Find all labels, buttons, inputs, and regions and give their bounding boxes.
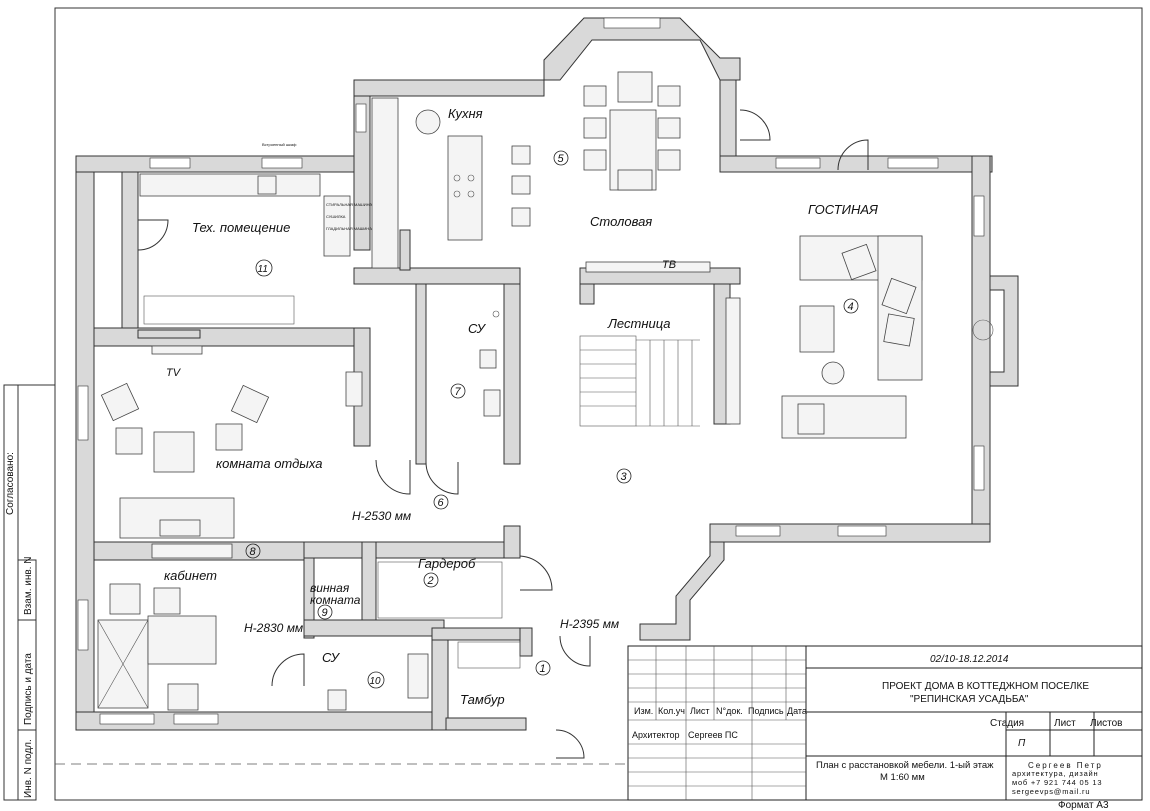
- room-wine-1: винная: [310, 581, 350, 595]
- svg-text:6: 6: [438, 497, 445, 509]
- stage-label: Стадия: [990, 718, 1024, 729]
- sheet-frame: [54, 7, 1143, 801]
- room-number-7: 7: [450, 383, 466, 399]
- studio-line-4: sergeevps@mail.ru: [1012, 787, 1090, 796]
- sign-date-label: Подпись и дата: [23, 653, 34, 725]
- room-number-9: 9: [317, 604, 333, 620]
- format-label: Формат А3: [1058, 800, 1109, 811]
- note-washer: СТИРАЛЬНАЯ МАШИНА: [326, 202, 372, 207]
- room-wardrobe: Гардероб: [418, 556, 476, 571]
- sheets-label: Листов: [1090, 718, 1123, 729]
- svg-text:1: 1: [540, 663, 546, 675]
- room-number-10: 10: [367, 671, 385, 689]
- furniture: [97, 71, 994, 711]
- svg-text:5: 5: [558, 153, 565, 165]
- architect-role: Архитектор: [632, 730, 680, 740]
- room-number-8: 8: [245, 543, 261, 559]
- svg-text:11: 11: [258, 264, 268, 275]
- height-2530: Н-2530 мм: [352, 509, 411, 523]
- svg-text:8: 8: [250, 546, 257, 558]
- agreed-label: Согласовано:: [5, 452, 16, 515]
- room-numbers: 1 2 3 4 5 6 7 8 9 10 11: [245, 150, 859, 689]
- height-2830: Н-2830 мм: [244, 621, 303, 635]
- stage-value: П: [1018, 738, 1026, 749]
- plan-title-1: План с расстановкой мебели. 1-ый этаж: [816, 760, 994, 771]
- svg-text:2: 2: [427, 575, 434, 587]
- inv-orig-label: Инв. N подл.: [23, 739, 34, 798]
- project-line-1: ПРОЕКТ ДОМА В КОТТЕДЖНОМ ПОСЕЛКЕ: [882, 681, 1089, 692]
- room-number-5: 5: [553, 150, 569, 166]
- room-tv-top: ТВ: [662, 259, 676, 271]
- room-number-1: 1: [535, 660, 551, 676]
- svg-text:3: 3: [621, 471, 628, 483]
- svg-text:4: 4: [848, 301, 854, 313]
- room-number-6: 6: [433, 494, 449, 510]
- col-sign: Подпись: [748, 706, 784, 716]
- col-doc: N°док.: [716, 706, 743, 716]
- room-rest: комната отдыха: [216, 456, 322, 471]
- walls: [75, 17, 1019, 731]
- project-dates: 02/10-18.12.2014: [930, 654, 1009, 665]
- inv-replace-label: Взам. инв. N: [23, 557, 34, 615]
- svg-text:7: 7: [455, 386, 462, 398]
- project-line-2: "РЕПИНСКАЯ УСАДЬБА": [910, 694, 1029, 705]
- svg-text:10: 10: [370, 676, 382, 687]
- room-dining: Столовая: [590, 214, 652, 229]
- room-kitchen: Кухня: [448, 106, 483, 121]
- svg-text:9: 9: [322, 607, 328, 619]
- room-stairs: Лестница: [607, 316, 671, 331]
- height-2395: Н-2395 мм: [560, 617, 619, 631]
- doors: [137, 109, 869, 759]
- room-tambur: Тамбур: [460, 692, 505, 707]
- col-list: Лист: [690, 706, 710, 716]
- room-wine-2: комната: [310, 593, 361, 607]
- architect-name: Сергеев ПС: [688, 730, 738, 740]
- room-number-2: 2: [423, 572, 439, 588]
- room-cabinet: кабинет: [164, 568, 217, 583]
- plan-title-2: М 1:60 мм: [880, 772, 925, 783]
- studio-line-2: архитектура, дизайн: [1012, 769, 1099, 778]
- note-fridge: Встроенный шкаф: [262, 142, 297, 147]
- title-block: Изм. Кол.уч Лист N°док. Подпись Дата Арх…: [627, 645, 1143, 811]
- windows: [77, 17, 985, 725]
- room-number-11: 11: [255, 259, 273, 277]
- room-number-4: 4: [843, 298, 859, 314]
- left-margin-stamp: Согласовано: Взам. инв. N Подпись и дата…: [3, 384, 55, 801]
- studio-line-3: моб +7 921 744 05 13: [1012, 778, 1102, 787]
- col-date: Дата: [787, 706, 807, 716]
- note-machine: ГЛАДИЛЬНАЯ МАШИНА: [326, 226, 372, 231]
- room-su-top: СУ: [468, 321, 487, 336]
- room-living: ГОСТИНАЯ: [808, 202, 878, 217]
- room-tech: Тех. помещение: [192, 220, 290, 235]
- room-rest-tv: TV: [166, 367, 182, 379]
- sheet-label: Лист: [1054, 718, 1076, 729]
- room-number-3: 3: [616, 468, 632, 484]
- room-labels: Кухня Столовая ГОСТИНАЯ Тех. помещение С…: [164, 106, 878, 707]
- col-kol: Кол.уч: [658, 706, 685, 716]
- col-izm: Изм.: [634, 706, 653, 716]
- note-dryer: СУШИЛКА: [326, 214, 346, 219]
- studio-line-1: Сергеев Петр: [1028, 761, 1103, 770]
- room-su-bottom: СУ: [322, 650, 341, 665]
